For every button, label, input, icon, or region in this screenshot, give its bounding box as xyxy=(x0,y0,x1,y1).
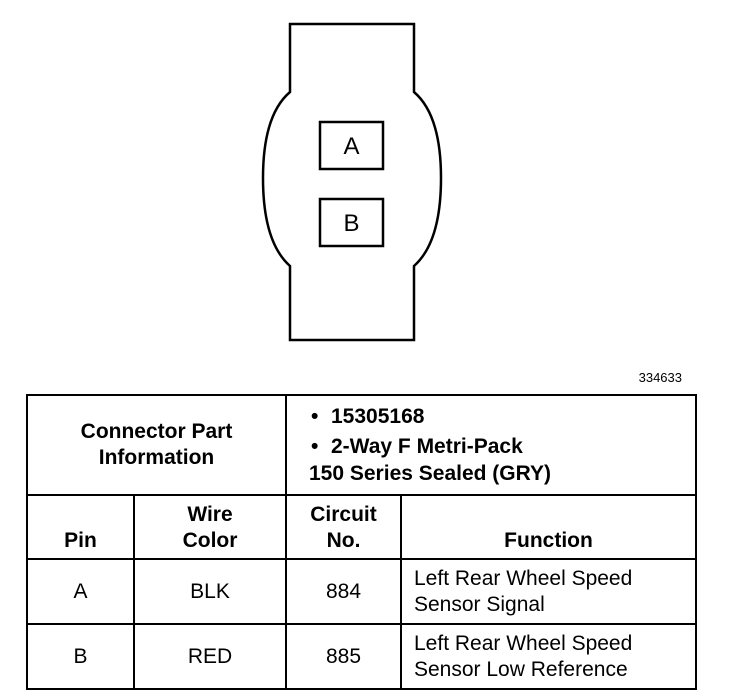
pin-a-label: A xyxy=(343,133,359,160)
row-b-pin: B xyxy=(26,623,135,690)
figure-id: 334633 xyxy=(638,370,682,385)
header-wire-color: Wire Color xyxy=(133,494,287,560)
row-a-function-line2: Sensor Signal xyxy=(414,592,545,616)
row-b-function-line2: Sensor Low Reference xyxy=(414,657,628,681)
header-circuit: Circuit No. xyxy=(285,494,402,560)
header-wire-color-line2: Color xyxy=(182,529,238,552)
connector-info-table: Connector Part Information 15305168 2-Wa… xyxy=(26,394,698,690)
row-a-circuit: 884 xyxy=(285,558,402,625)
row-a-wire-color: BLK xyxy=(133,558,287,625)
row-a-function-line1: Left Rear Wheel Speed xyxy=(414,566,633,590)
part-info-row: Connector Part Information 15305168 2-Wa… xyxy=(26,394,698,496)
row-a-pin: A xyxy=(26,558,135,625)
part-info-label-line1: Connector Part xyxy=(80,420,233,443)
header-row: Pin Wire Color Circuit No. Function xyxy=(26,494,698,560)
connector-type-line1: 2-Way F Metri-Pack xyxy=(331,435,523,458)
pin-a-box xyxy=(318,120,385,171)
header-function: Function xyxy=(399,494,698,560)
row-b-wire-color: RED xyxy=(133,623,287,690)
part-info-list: 15305168 2-Way F Metri-Pack 150 Series S… xyxy=(284,394,698,496)
connector-type-item: 2-Way F Metri-Pack 150 Series Sealed (GR… xyxy=(309,432,695,486)
row-a-function: Left Rear Wheel Speed Sensor Signal xyxy=(399,558,698,625)
connector-drawing: A B xyxy=(261,22,443,342)
part-info-label-line2: Information xyxy=(98,446,215,469)
row-b-function: Left Rear Wheel Speed Sensor Low Referen… xyxy=(399,623,698,690)
connector-type-line2: 150 Series Sealed (GRY) xyxy=(309,462,552,485)
header-wire-color-line1: Wire xyxy=(187,503,233,526)
pin-b-box xyxy=(318,197,385,248)
part-number: 15305168 xyxy=(331,405,425,428)
header-circuit-line2: No. xyxy=(326,529,361,552)
part-number-item: 15305168 xyxy=(311,402,695,432)
row-b-circuit: 885 xyxy=(285,623,402,690)
pin-b-label: B xyxy=(343,210,359,237)
table-row: B RED 885 Left Rear Wheel Speed Sensor L… xyxy=(26,623,698,690)
header-circuit-line1: Circuit xyxy=(310,503,377,526)
header-pin: Pin xyxy=(26,494,135,560)
part-info-label: Connector Part Information xyxy=(26,394,287,496)
connector-body-outline xyxy=(261,22,443,342)
row-b-function-line1: Left Rear Wheel Speed xyxy=(414,631,633,655)
table-row: A BLK 884 Left Rear Wheel Speed Sensor S… xyxy=(26,558,698,625)
